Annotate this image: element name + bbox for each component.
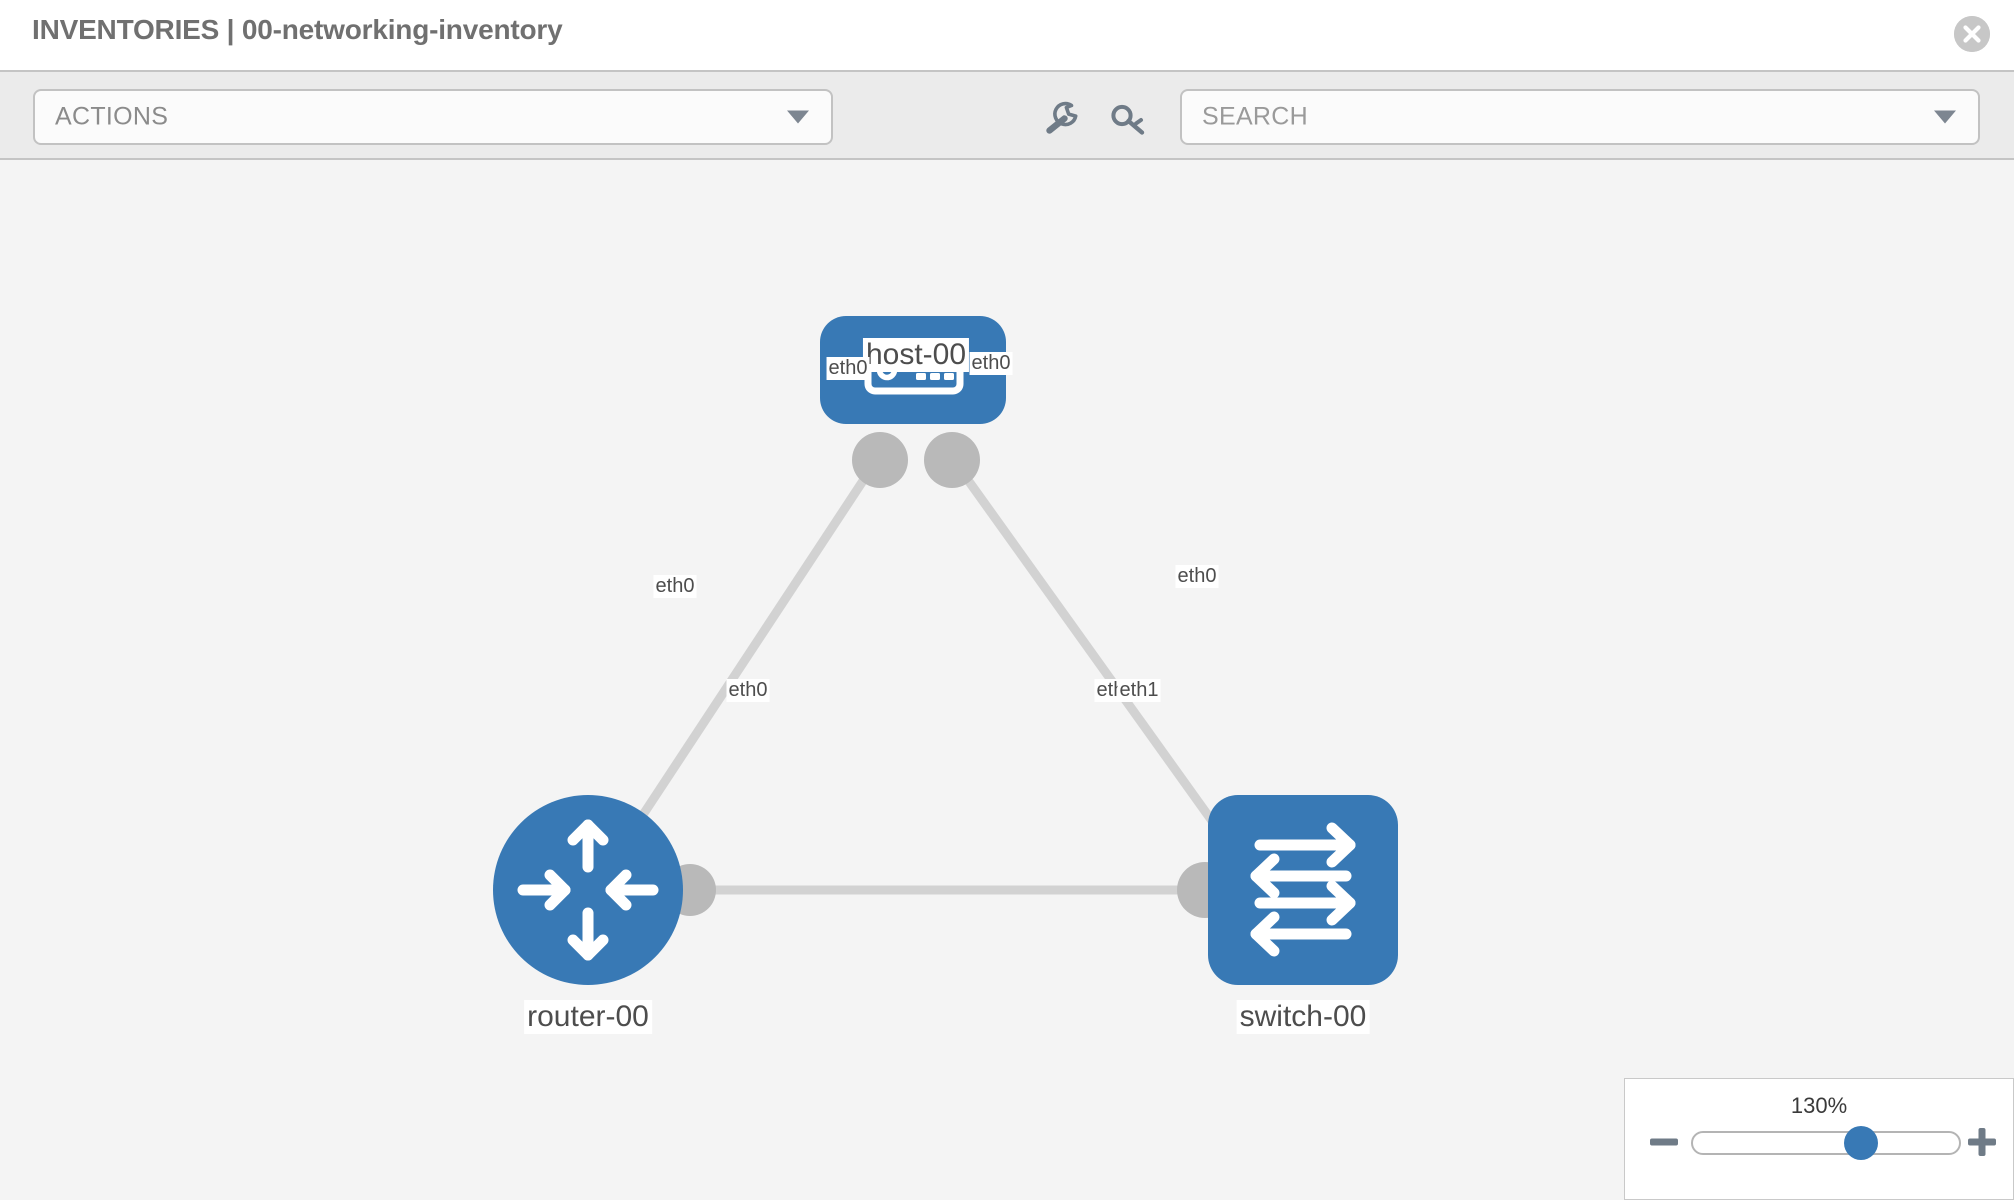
node-switch-00-body	[1208, 795, 1398, 985]
search-input[interactable]: SEARCH	[1180, 89, 1980, 145]
node-router-00[interactable]	[493, 795, 683, 985]
plus-icon[interactable]	[1965, 1125, 1999, 1159]
port-label-router-00-eth0: eth0	[726, 679, 770, 702]
port-label-router-00-eth0-up: eth0	[653, 575, 697, 598]
node-router-00-body	[493, 795, 683, 985]
page-header: INVENTORIES | 00-networking-inventory	[0, 0, 2014, 70]
zoom-level-value: 130%	[1790, 1093, 1848, 1118]
switch-arrows-icon	[1250, 822, 1356, 957]
chevron-down-icon	[1934, 110, 1956, 124]
node-label-host-00: host-00	[862, 338, 970, 372]
page-title: INVENTORIES | 00-networking-inventory	[32, 14, 563, 45]
minus-icon[interactable]	[1647, 1125, 1681, 1159]
port-label-host-00-eth0-right: eth0	[969, 352, 1013, 375]
link-router00-host00	[596, 452, 884, 883]
port-label-switch-00-eth1: eth1	[1117, 679, 1161, 702]
node-label-router-00: router-00	[524, 1000, 652, 1034]
port-stub-host00-eth0-left	[852, 432, 908, 488]
zoom-slider[interactable]	[1691, 1126, 1961, 1160]
actions-dropdown-label: ACTIONS	[55, 102, 169, 131]
topology-links-layer	[596, 432, 1265, 918]
wrench-icon[interactable]	[1038, 99, 1084, 139]
node-switch-00[interactable]	[1208, 795, 1398, 985]
actions-dropdown[interactable]: ACTIONS	[33, 89, 833, 145]
close-icon[interactable]	[1954, 16, 1990, 52]
key-icon[interactable]	[1106, 99, 1152, 139]
zoom-control-panel: 130%	[1624, 1078, 2014, 1200]
port-label-switch-00-eth0-up: eth0	[1175, 565, 1219, 588]
link-host00-switch00	[946, 452, 1244, 863]
toolbar: ACTIONS SEARCH	[0, 70, 2014, 160]
router-arrows-icon	[517, 819, 659, 961]
node-label-switch-00: switch-00	[1236, 1000, 1370, 1034]
topology-canvas[interactable]: host-00 router-00 switch-00 eth0 eth0 et…	[0, 160, 2014, 1200]
port-label-host-00-eth0-left: eth0	[826, 357, 870, 380]
search-placeholder: SEARCH	[1202, 102, 1308, 131]
port-stub-host00-eth0-right	[924, 432, 980, 488]
zoom-slider-handle[interactable]	[1843, 1126, 1878, 1160]
chevron-down-icon	[787, 110, 809, 124]
topology-graph: host-00 router-00 switch-00 eth0 eth0 et…	[0, 160, 2014, 1200]
